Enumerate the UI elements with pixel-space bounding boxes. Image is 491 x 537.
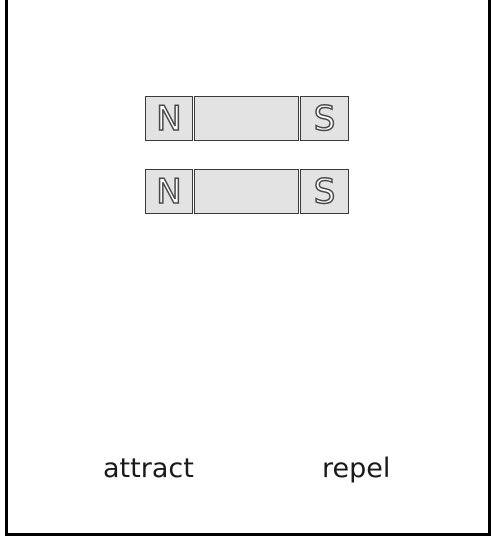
magnet-body	[194, 169, 299, 214]
north-pole: N	[145, 169, 193, 214]
south-pole-label: S	[313, 98, 336, 139]
frame-border-right	[488, 0, 491, 536]
magnet-body	[194, 96, 299, 141]
frame-border-left	[5, 0, 8, 536]
south-pole-label: S	[313, 171, 336, 212]
north-pole: N	[145, 96, 193, 141]
bar-magnet-top: N S	[145, 96, 349, 143]
caption-attract: attract	[103, 453, 194, 484]
south-pole: S	[300, 169, 349, 214]
north-pole-label: N	[156, 171, 183, 212]
bar-magnet-bottom: N S	[145, 169, 349, 216]
frame-border-bottom	[5, 533, 491, 536]
south-pole: S	[300, 96, 349, 141]
caption-repel: repel	[322, 453, 391, 484]
north-pole-label: N	[156, 98, 183, 139]
